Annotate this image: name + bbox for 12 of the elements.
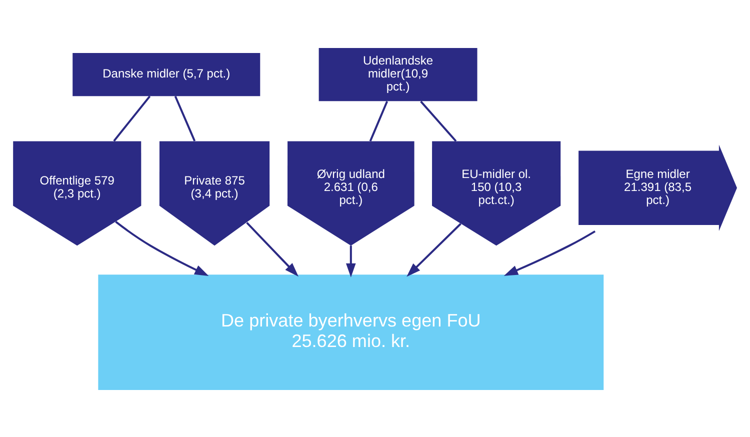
node-box: Udenlandske midler(10,9 pct.) (318, 48, 478, 101)
connector (174, 95, 196, 141)
connector (113, 95, 151, 142)
connector (369, 100, 388, 142)
arrow (346, 245, 356, 277)
arrow (406, 222, 462, 276)
arrow (115, 220, 209, 276)
node-box: Danske midler (5,7 pct.) (72, 52, 260, 96)
arrow (246, 221, 299, 276)
node-box: De private byerhvervs egen FoU 25.626 mio. kr. (98, 274, 604, 390)
connector (420, 100, 457, 142)
arrow (504, 230, 596, 276)
